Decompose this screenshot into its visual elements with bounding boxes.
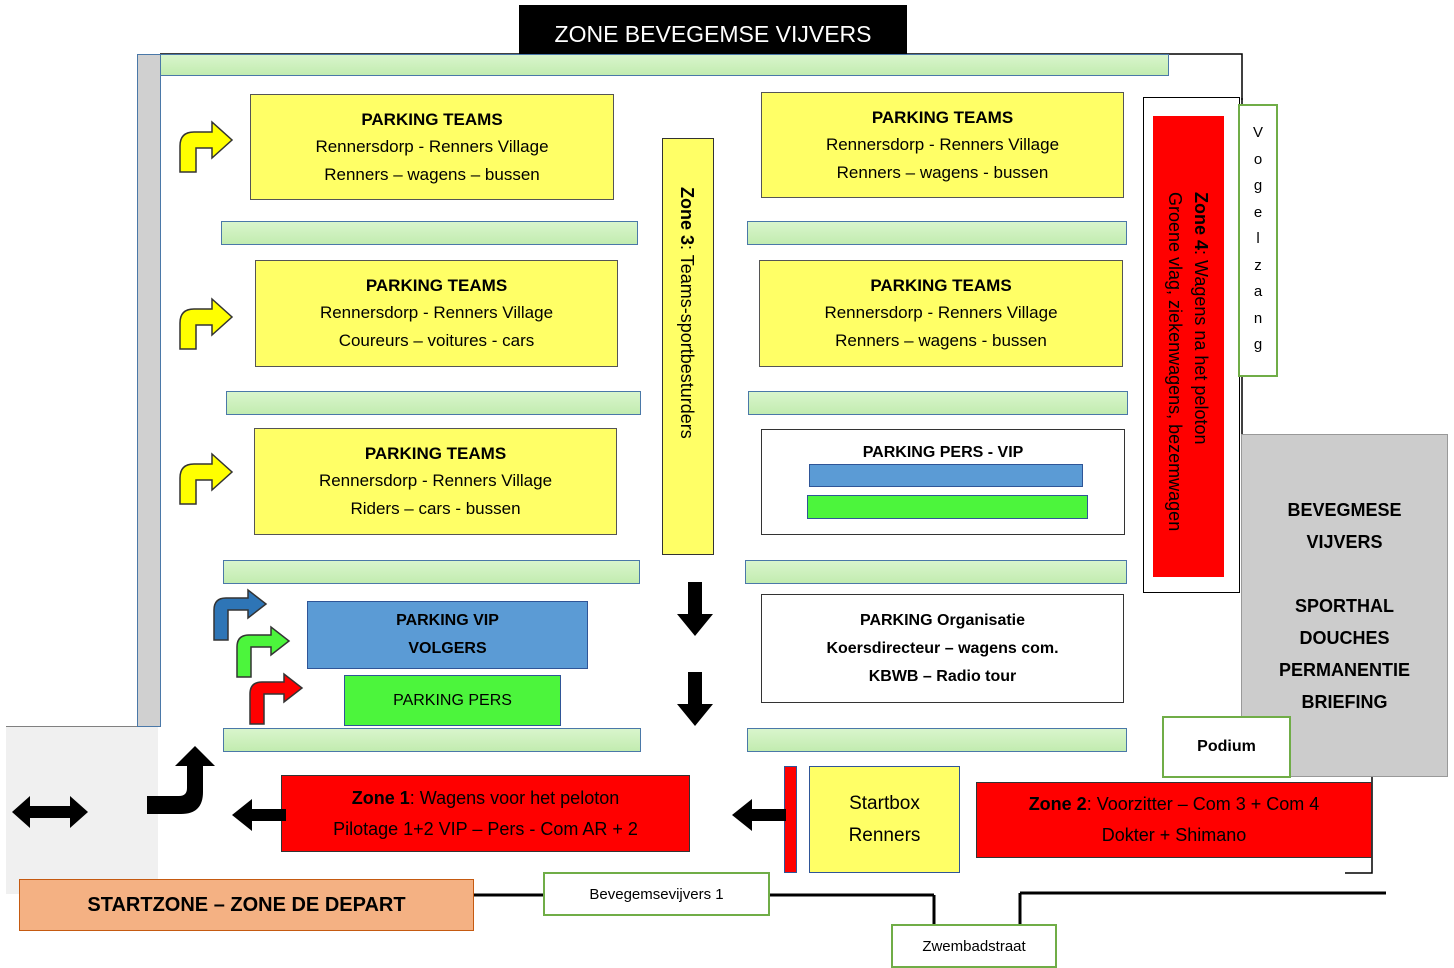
turn-right-blue-arrow-icon xyxy=(213,588,268,641)
arrow-down-icon xyxy=(677,672,713,726)
green-bar-right-4 xyxy=(747,728,1127,752)
double-arrow-icon xyxy=(12,796,88,828)
arrow-left-icon xyxy=(232,799,286,831)
startzone-label: STARTZONE – ZONE DE DEPART xyxy=(19,879,474,931)
zone1-line1: Zone 1: Wagens voor het peloton xyxy=(351,787,620,808)
podium-box: Podium xyxy=(1162,716,1291,778)
arrow-down-icon xyxy=(677,582,713,636)
parking-teams-box-4: PARKING TEAMS Rennersdorp - Renners Vill… xyxy=(761,92,1124,198)
turn-up-arrow-icon xyxy=(147,746,215,814)
parking-pers-box: PARKING PERS xyxy=(344,675,561,726)
top-green-bar xyxy=(160,54,1169,76)
parking-teams-box-2: PARKING TEAMS Rennersdorp - Renners Vill… xyxy=(255,260,618,367)
parking-teams-box-5: PARKING TEAMS Rennersdorp - Renners Vill… xyxy=(759,260,1123,367)
street-bevegemsevijvers: Bevegemsevijvers 1 xyxy=(543,872,770,916)
zone4-line1: Zone 4: Wagens na het peloton xyxy=(1191,192,1211,445)
parking-pers-vip-label: PARKING PERS - VIP xyxy=(862,444,1024,461)
green-bar-left-3 xyxy=(223,560,640,584)
zone1-box: Zone 1: Wagens voor het peloton Pilotage… xyxy=(281,775,690,852)
sporthal-building: BEVEGMESE VIJVERS SPORTHAL DOUCHES PERMA… xyxy=(1241,434,1448,777)
zone3-label: Zone 3: Teams-sportbesturders xyxy=(677,187,697,439)
turn-right-green-arrow-icon xyxy=(236,625,291,678)
street-zwembadstraat: Zwembadstraat xyxy=(891,924,1057,968)
parking-teams-box-3: PARKING TEAMS Rennersdorp - Renners Vill… xyxy=(254,428,617,535)
zone4-line2: Groene vlag, ziekenwagens, bezemwagen xyxy=(1165,192,1185,532)
green-bar-left-4 xyxy=(223,728,641,752)
green-bar-right-2 xyxy=(748,391,1128,415)
turn-right-red-arrow-icon xyxy=(249,672,304,725)
green-bar-right-1 xyxy=(747,221,1127,245)
parking-pers-vip-blue xyxy=(809,464,1083,487)
parking-pers-vip-green xyxy=(807,495,1088,519)
green-bar-left-2 xyxy=(226,391,641,415)
startbox: Startbox Renners xyxy=(809,766,960,873)
zone2-line2: Dokter + Shimano xyxy=(1101,825,1247,845)
green-bar-left-1 xyxy=(221,221,638,245)
turn-right-arrow-icon xyxy=(179,120,234,173)
vogelzang-street: V o g e l z a n g xyxy=(1238,104,1278,377)
arrow-left-icon xyxy=(732,799,786,831)
parking-pers-vip-box: PARKING PERS - VIP xyxy=(761,429,1125,535)
zone2-box: Zone 2: Voorzitter – Com 3 + Com 4 Dokte… xyxy=(976,782,1372,858)
zone4-box: Zone 4: Wagens na het peloton Groene vla… xyxy=(1153,116,1224,577)
turn-right-arrow-icon xyxy=(179,452,234,505)
zone1-line2: Pilotage 1+2 VIP – Pers - Com AR + 2 xyxy=(333,818,638,839)
zone3-strip: Zone 3: Teams-sportbesturders xyxy=(662,138,714,555)
green-bar-right-3 xyxy=(745,560,1127,584)
left-road xyxy=(137,54,161,727)
parking-teams-box-1: PARKING TEAMS Rennersdorp - Renners Vill… xyxy=(250,94,614,200)
zone2-line1: Zone 2: Voorzitter – Com 3 + Com 4 xyxy=(1028,794,1320,814)
turn-right-arrow-icon xyxy=(179,297,234,350)
parking-organisatie-box: PARKING Organisatie Koersdirecteur – wag… xyxy=(761,594,1124,703)
parking-vip-box: PARKING VIP VOLGERS xyxy=(307,601,588,669)
